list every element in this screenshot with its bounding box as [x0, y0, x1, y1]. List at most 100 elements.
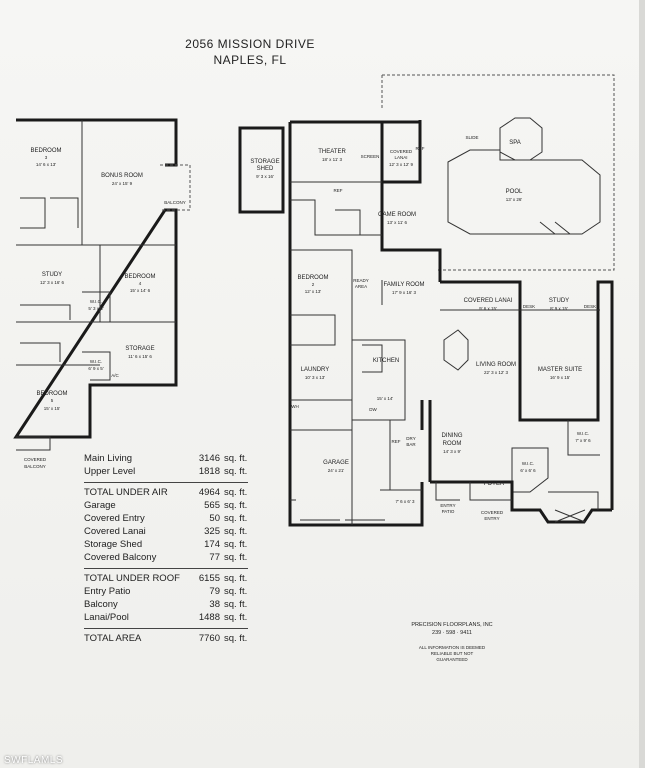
room-covered-entry-line2: ENTRY — [484, 516, 499, 521]
room-study-main-dim: 8' 9 x 15' — [550, 306, 568, 311]
room-dry-bar-line2: BAR — [406, 442, 416, 447]
room-storage-upper-name: STORAGE — [125, 346, 154, 352]
room-bedroom-3-dim: 14' 6 x 13' — [36, 162, 56, 167]
room-pool-name: POOL — [506, 189, 523, 195]
room-wic-upper-2-name: W.I.C. — [90, 359, 102, 364]
room-master-suite-dim: 16' 9 x 15' — [550, 375, 570, 380]
room-bonus-dim: 24' x 15' 9 — [112, 181, 133, 186]
room-game-room-dim: 13' x 11' 6 — [387, 220, 407, 225]
room-ac-name: A/C — [111, 373, 119, 378]
room-bedroom-5-num: 5 — [51, 398, 54, 403]
room-kitchen-dim: 15' x 14' — [377, 396, 394, 401]
room-covered-lanai-top-name: COVERED — [390, 149, 413, 154]
room-dining-room-dim: 14' 3 x 9' — [443, 449, 461, 454]
room-dry-bar-name: DRY — [406, 436, 415, 441]
room-bedroom-3-num: 3 — [45, 155, 48, 160]
room-desk-left: DESK — [523, 304, 535, 309]
room-desk-right: DESK — [584, 304, 596, 309]
room-garage-name: GARAGE — [323, 460, 349, 466]
room-entry-patio-line2: PATIO — [442, 509, 455, 514]
room-study-upper-name: STUDY — [42, 272, 62, 278]
upper-level-plan: BEDROOM 3 14' 6 x 13' BONUS ROOM 24' x 1… — [13, 118, 191, 469]
room-bedroom-2-num: 2 — [312, 282, 315, 287]
room-master-suite-name: MASTER SUITE — [538, 367, 582, 373]
room-theater-name: THEATER — [318, 149, 346, 155]
room-covered-lanai-dim: 9' 6 x 15' — [479, 306, 497, 311]
address-line: 2056 MISSION DRIVE — [185, 37, 315, 51]
room-bedroom-5-dim: 15' x 15' — [44, 406, 61, 411]
room-wic-master-dim: 7' x 9' 6 — [575, 438, 591, 443]
room-bedroom-4-name: BEDROOM — [124, 274, 155, 280]
room-study-upper-dim: 12' 3 x 16' 6 — [40, 280, 64, 285]
room-wic-small-dim: 6' x 6' 6 — [520, 468, 536, 473]
room-ref-kitchen: REF — [392, 439, 401, 444]
room-kitchen-name: KITCHEN — [373, 358, 399, 364]
room-covered-lanai-name: COVERED LANAI — [464, 298, 513, 304]
room-wic-small-name: W.I.C. — [522, 461, 534, 466]
room-bedroom-5-name: BEDROOM — [36, 391, 67, 397]
room-pool-dim: 13' x 26' — [506, 197, 523, 202]
room-dw-label: DW — [369, 407, 377, 412]
area-divider — [84, 628, 248, 629]
room-storage-upper-dim: 11' 6 x 15' 6 — [128, 354, 152, 359]
room-wic-master-name: W.I.C. — [577, 431, 589, 436]
room-bedroom-3-name: BEDROOM — [30, 148, 61, 154]
room-bedroom-4-num: 4 — [139, 281, 142, 286]
company-credit: PRECISION FLOORPLANS, INC 239 · 598 · 94… — [372, 621, 532, 637]
room-storage-shed-dim: 9' 3 x 16' — [256, 174, 274, 179]
room-ref-lanai: REF — [416, 146, 425, 151]
room-closet-dim: 7' 6 x 6' 3 — [396, 499, 415, 504]
area-divider — [84, 568, 248, 569]
room-game-room-name: GAME ROOM — [378, 212, 416, 218]
page-title: 2056 MISSION DRIVE NAPLES, FL — [0, 36, 500, 68]
room-family-room-name: FAMILY ROOM — [383, 282, 424, 288]
room-covered-balcony-line2: BALCONY — [24, 464, 46, 469]
room-living-room-dim: 22' 3 x 12' 3 — [484, 370, 508, 375]
room-covered-entry-name: COVERED — [481, 510, 504, 515]
room-storage-shed-name: STORAGE — [250, 159, 279, 165]
area-divider — [84, 482, 248, 483]
company-phone: 239 · 598 · 9411 — [432, 630, 472, 636]
room-wic-upper-2-dim: 6' 9 x 5' — [88, 366, 103, 371]
room-ref-game: REF — [334, 188, 343, 193]
room-ready-area-line2: AREA — [355, 284, 367, 289]
room-garage-dim: 24' x 21' — [328, 468, 345, 473]
room-family-room-dim: 17' 9 x 16' 3 — [392, 290, 416, 295]
room-laundry-name: LAUNDRY — [301, 367, 330, 373]
page-edge — [639, 0, 645, 768]
room-living-room-name: LIVING ROOM — [476, 362, 516, 368]
room-bedroom-4-dim: 15' x 14' 6 — [130, 288, 151, 293]
room-dining-room-name: DINING — [442, 433, 463, 439]
room-wic-upper-1-name: W.I.C. — [90, 299, 102, 304]
room-slide-label: SLIDE — [465, 135, 478, 140]
room-bedroom-2-name: BEDROOM — [297, 275, 328, 281]
room-study-main-name: STUDY — [549, 298, 569, 304]
room-bonus-name: BONUS ROOM — [101, 173, 143, 179]
room-ready-area-name: READY — [353, 278, 369, 283]
room-bedroom-2-dim: 12' x 13' — [305, 289, 322, 294]
disclaimer: ALL INFORMATION IS DEEMED RELIABLE BUT N… — [418, 645, 486, 662]
room-screen-label: SCREEN — [361, 154, 380, 159]
room-spa-name: SPA — [509, 140, 521, 146]
main-level-plan — [238, 74, 615, 527]
room-wh-label: WH — [291, 404, 299, 409]
room-covered-lanai-top-dim: 12' 3 x 12' 9 — [389, 162, 413, 167]
room-covered-balcony-name: COVERED — [24, 457, 47, 462]
city-line: NAPLES, FL — [213, 53, 287, 67]
room-covered-lanai-top-line2: LANAI — [394, 155, 407, 160]
room-balcony-name: BALCONY — [164, 200, 186, 205]
mls-watermark: SWFLAMLS — [4, 755, 64, 766]
